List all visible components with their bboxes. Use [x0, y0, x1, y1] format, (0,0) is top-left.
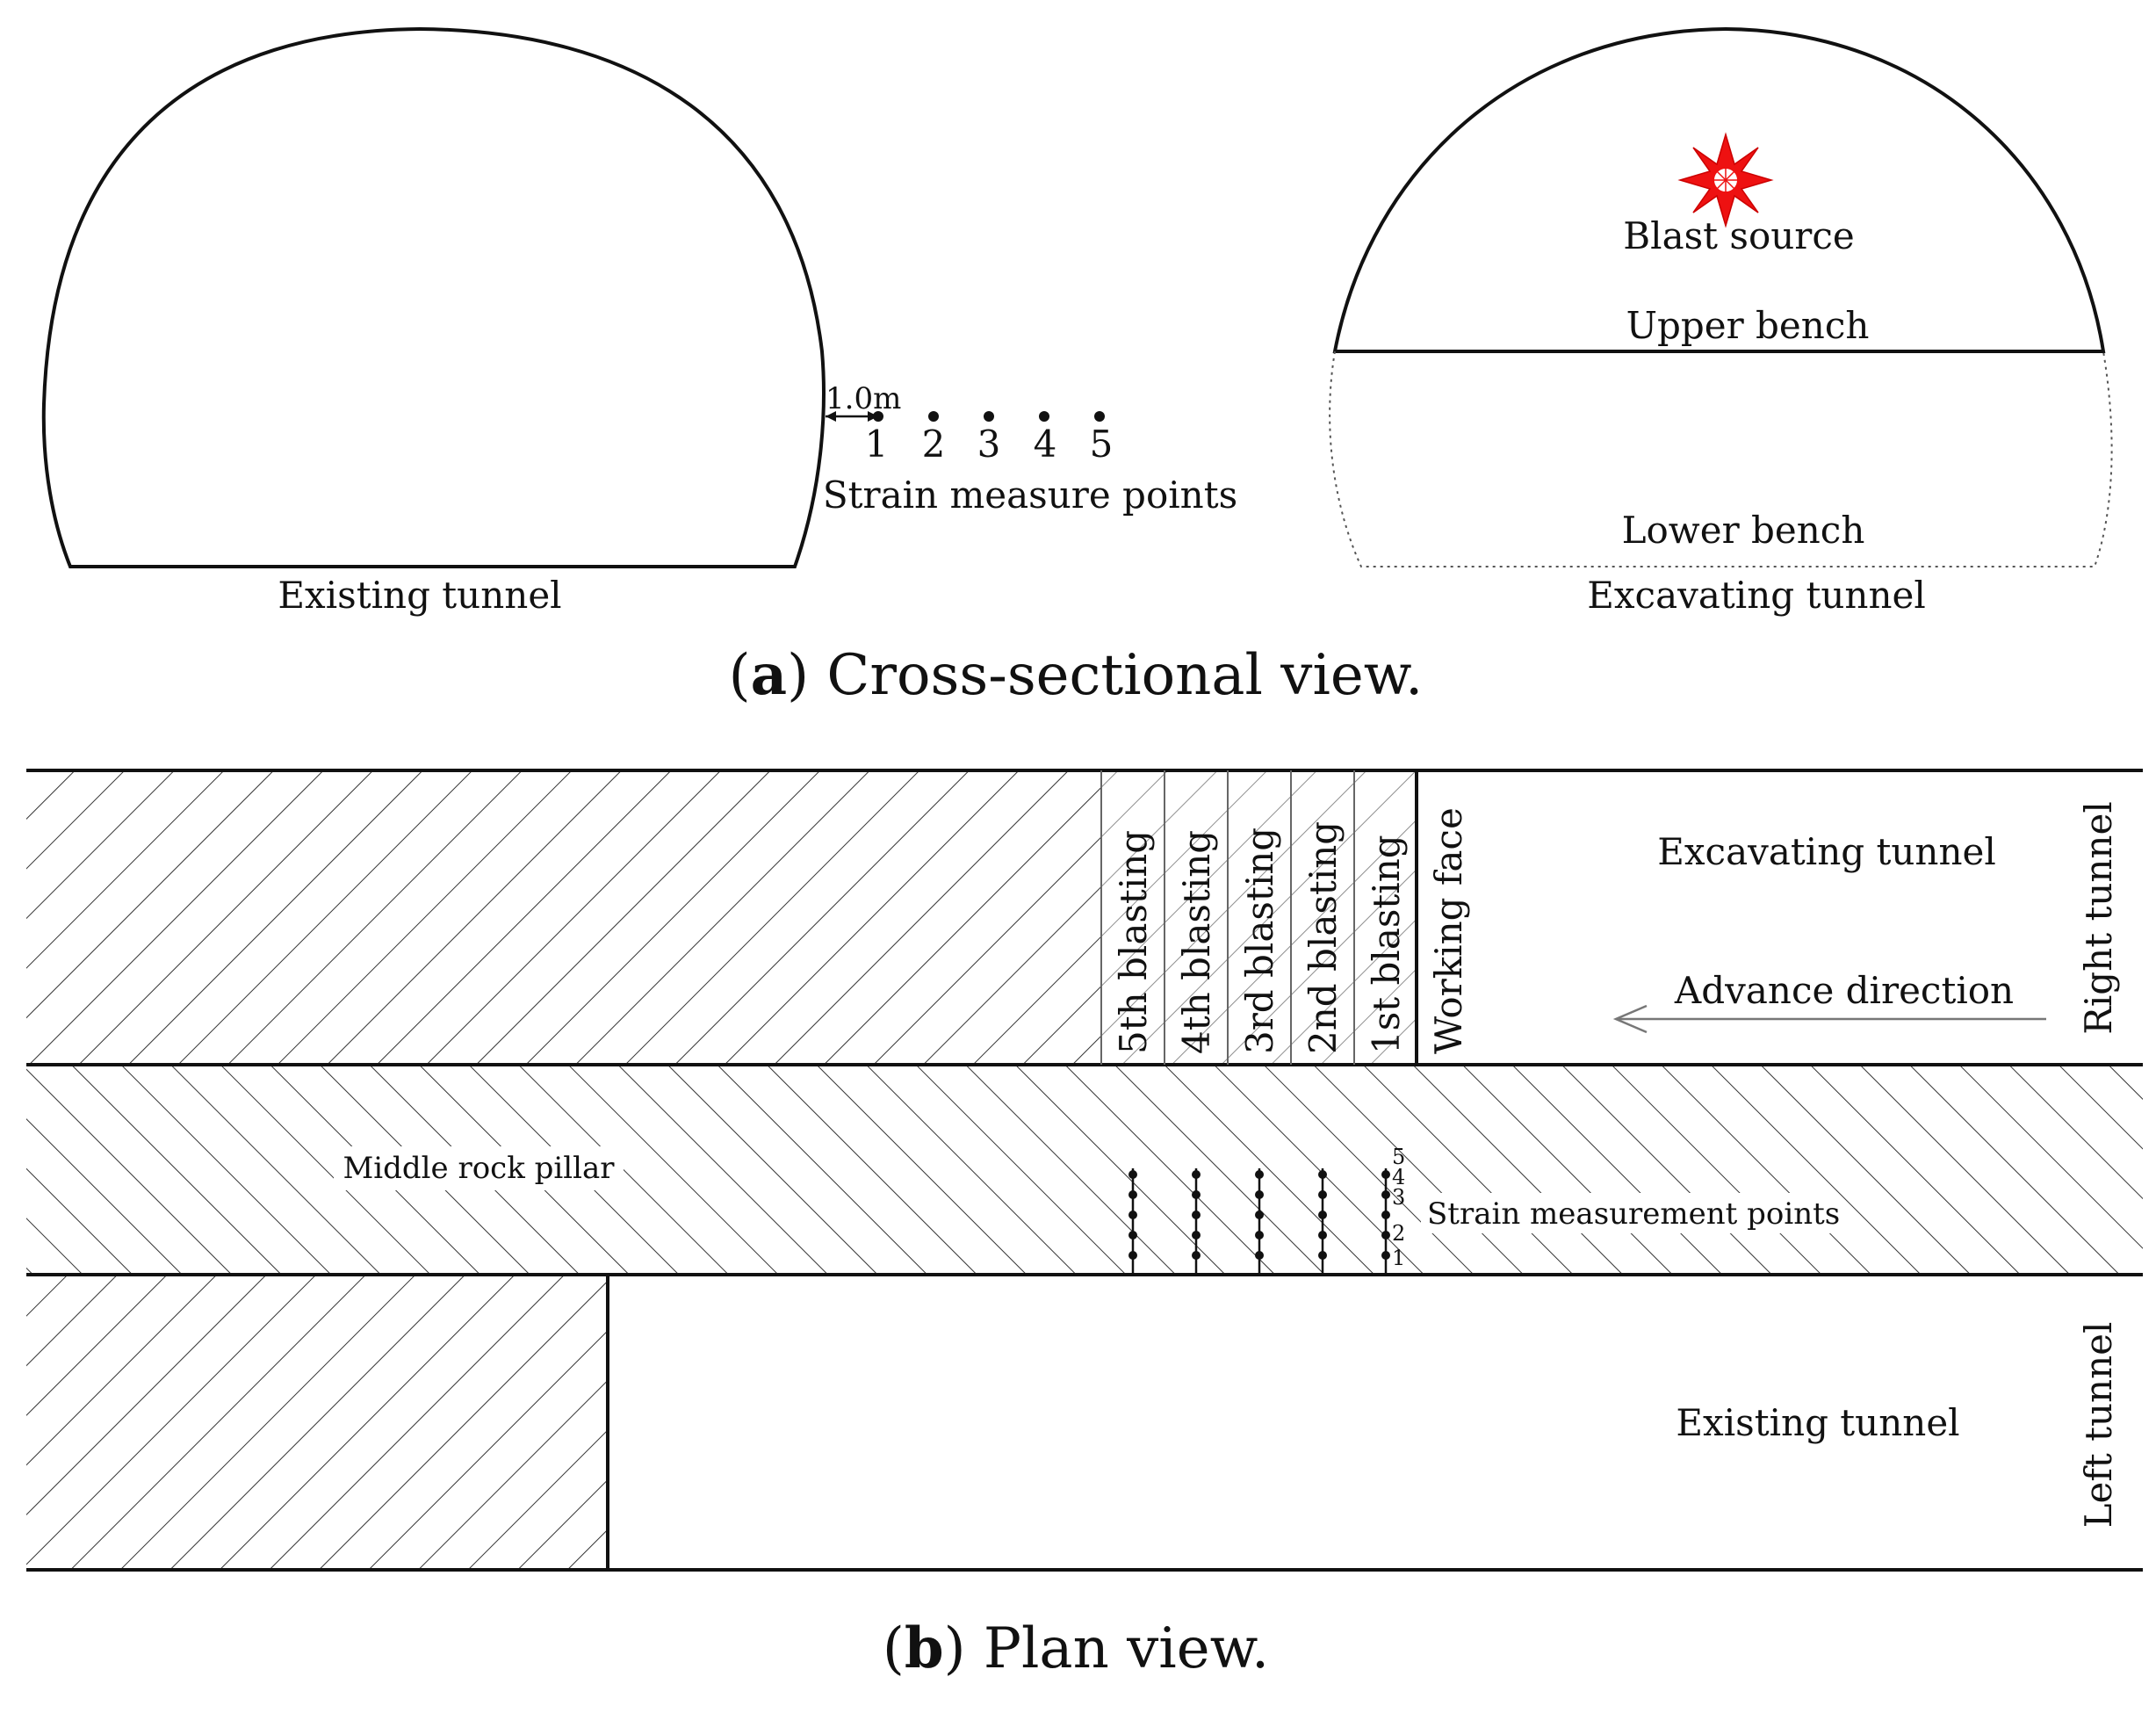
- strain-point-number: 2: [1392, 1221, 1405, 1246]
- blasting-label-2: 2nd blasting: [1302, 821, 1345, 1054]
- strain-column: [1128, 1168, 1137, 1274]
- right-tunnel-label: Right tunnel: [2077, 801, 2120, 1035]
- caption-open: (: [729, 643, 751, 708]
- strain-measurement-points-label: Strain measurement points: [1427, 1196, 1840, 1232]
- working-face-label: Working face: [1427, 807, 1470, 1054]
- strain-point-number: 2: [922, 423, 946, 466]
- upper-bench-outline: [1332, 26, 2106, 353]
- strain-point-number: 1: [1392, 1246, 1405, 1270]
- lower-bench-label: Lower bench: [1622, 509, 1865, 552]
- strain-measure-points-label: Strain measure points: [823, 473, 1237, 517]
- caption-text: ) Cross-sectional view.: [787, 643, 1423, 708]
- caption-open: (: [883, 1616, 905, 1681]
- existing-tunnel-label: Existing tunnel: [278, 574, 561, 617]
- plan-excavating-tunnel-label: Excavating tunnel: [1657, 830, 1996, 873]
- strain-point-number: 4: [1034, 423, 1057, 466]
- existing-tunnel-outline: [41, 26, 826, 568]
- caption-text: ) Plan view.: [944, 1616, 1270, 1681]
- caption-letter: b: [905, 1615, 944, 1681]
- blasting-label-4: 4th blasting: [1175, 830, 1218, 1054]
- blasting-zones: 5th blasting 4th blasting 3rd blasting 2…: [1100, 770, 1470, 1065]
- strain-point-columns: 5 4 3 2 1: [1128, 1145, 1405, 1274]
- advance-arrow-icon: [1612, 1004, 2046, 1034]
- blast-zones-hatch: [1102, 770, 1418, 1063]
- strain-column: [1255, 1168, 1264, 1274]
- cross-section-panel: Existing tunnel 1.0m 1 2 3 4 5 Strain me…: [41, 26, 2113, 708]
- spacing-label: 1.0m: [826, 381, 901, 416]
- blast-source-icon: [1677, 132, 1774, 228]
- strain-column: [1192, 1168, 1201, 1274]
- left-tunnel-hatch: [26, 1276, 606, 1568]
- excavating-tunnel-label: Excavating tunnel: [1587, 574, 1926, 617]
- strain-points-row: 1 2 3 4 5: [865, 411, 1114, 466]
- spacing-arrow-left-icon: [826, 411, 836, 422]
- plan-caption: (b) Plan view.: [883, 1615, 1269, 1681]
- strain-point-2: [928, 411, 939, 422]
- pillar-label-bg: [334, 1146, 624, 1190]
- strain-column: [1381, 1168, 1390, 1274]
- plan-panel: 5th blasting 4th blasting 3rd blasting 2…: [26, 769, 2143, 1681]
- strain-label-bg: [1421, 1193, 1834, 1233]
- strain-point-number: 3: [1392, 1185, 1405, 1210]
- middle-pillar-label: Middle rock pillar: [343, 1151, 615, 1186]
- strain-column: [1318, 1168, 1327, 1274]
- strain-point-number: 1: [865, 423, 889, 466]
- blasting-label-3: 3rd blasting: [1238, 828, 1281, 1054]
- strain-point-1: [873, 411, 883, 422]
- blast-source-label: Blast source: [1623, 214, 1854, 257]
- upper-bench-label: Upper bench: [1626, 304, 1870, 347]
- cross-section-caption: (a) Cross-sectional view.: [729, 642, 1424, 708]
- strain-point-5: [1094, 411, 1105, 422]
- right-tunnel-hatch: [26, 770, 1102, 1063]
- strain-point-number: 5: [1392, 1145, 1405, 1169]
- strain-point-number: 3: [977, 423, 1001, 466]
- advance-direction-label: Advance direction: [1674, 969, 2014, 1012]
- plan-existing-tunnel-label: Existing tunnel: [1676, 1401, 1959, 1444]
- caption-letter: a: [751, 642, 787, 708]
- blasting-label-1: 1st blasting: [1365, 835, 1408, 1054]
- strain-point-4: [1039, 411, 1049, 422]
- blasting-label-5: 5th blasting: [1112, 830, 1155, 1054]
- strain-point-number: 4: [1392, 1165, 1405, 1189]
- left-tunnel-label: Left tunnel: [2077, 1322, 2120, 1529]
- strain-point-3: [984, 411, 994, 422]
- strain-point-number: 5: [1090, 423, 1114, 466]
